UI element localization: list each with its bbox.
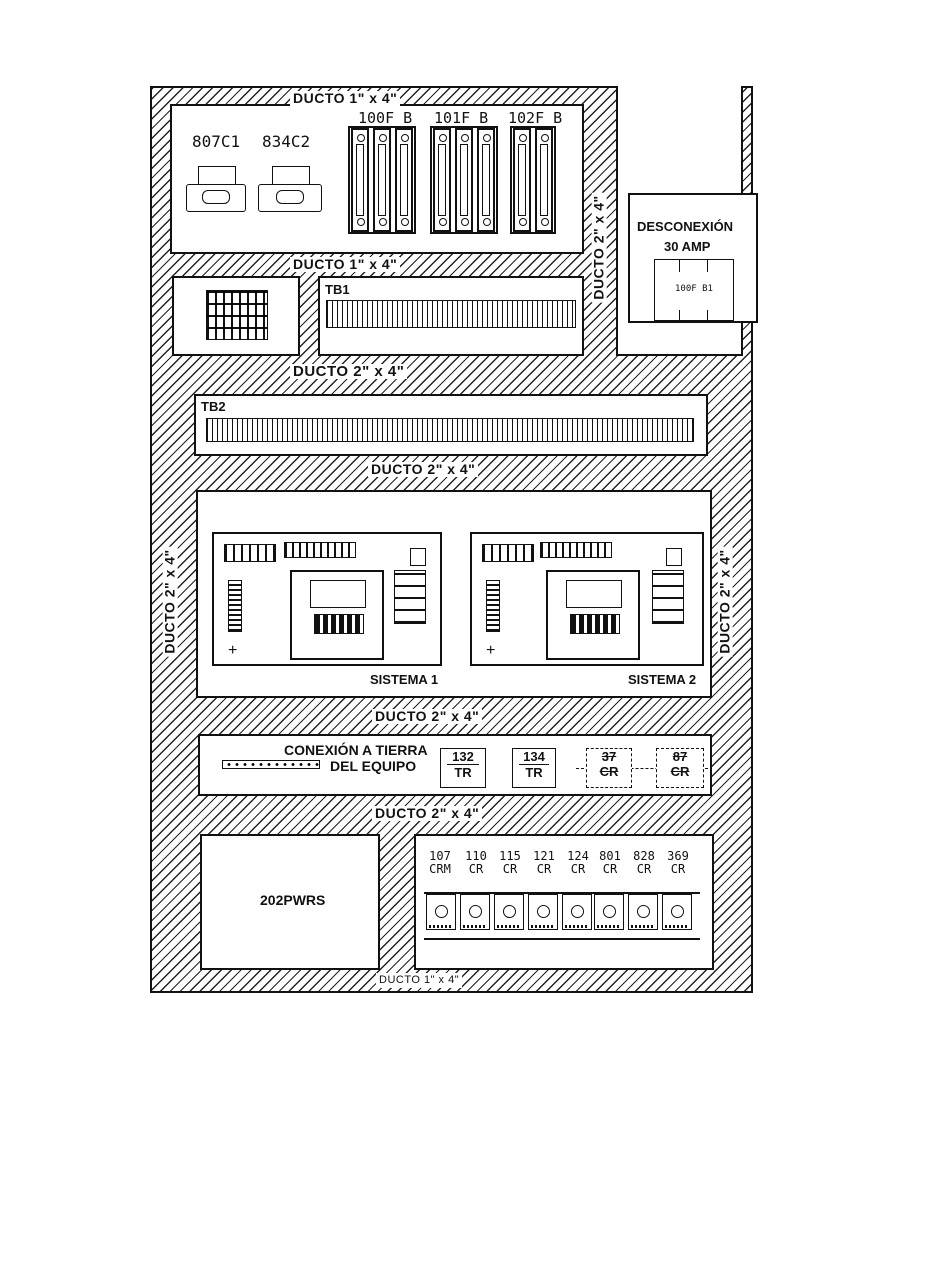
disconnect-fuse-box: 100F B1 bbox=[654, 259, 734, 321]
fuse bbox=[455, 128, 473, 232]
disconnect-rating: 30 AMP bbox=[664, 239, 711, 254]
relay-block bbox=[460, 894, 490, 930]
connector-label: 807C1 bbox=[192, 132, 241, 151]
relay-block bbox=[426, 894, 456, 930]
fuse-block-label: 102F B bbox=[508, 109, 563, 127]
system-2-board: + bbox=[470, 532, 704, 666]
fuse-block-label: 100F B bbox=[358, 109, 413, 127]
fuse-block-101fb bbox=[430, 126, 498, 234]
tb1-label: TB1 bbox=[325, 282, 350, 297]
duct-label-below-systems: DUCTO 2" x 4" bbox=[372, 709, 483, 724]
disconnect-fuse-label: 100F B1 bbox=[675, 284, 713, 294]
tb2-label: TB2 bbox=[201, 399, 226, 414]
tb1-strip bbox=[326, 300, 576, 328]
relay-block bbox=[594, 894, 624, 930]
fuse-block-100fb bbox=[348, 126, 416, 234]
ground-area: CONEXIÓN A TIERRA DEL EQUIPO 132 TR 134 … bbox=[198, 734, 712, 796]
power-supply-label: 202PWRS bbox=[260, 892, 326, 908]
duct-label-below-ground: DUCTO 2" x 4" bbox=[372, 806, 483, 821]
connector-label: 834C2 bbox=[262, 132, 311, 151]
relay-37cr: 37 CR bbox=[586, 748, 632, 788]
system-1-board: + bbox=[212, 532, 442, 666]
duct-label-below-tb1: DUCTO 2" x 4" bbox=[290, 364, 408, 379]
relay-number: 87 bbox=[672, 749, 688, 764]
ground-bar bbox=[222, 760, 320, 769]
relay-number: 132 bbox=[452, 749, 474, 764]
systems-area: + SISTEMA 1 + SISTEMA 2 bbox=[196, 490, 712, 698]
connector-807c1 bbox=[186, 166, 246, 214]
disconnect-title: DESCONEXIÓN bbox=[637, 219, 734, 234]
duct-label-right-vertical: DUCTO 2" x 4" bbox=[591, 192, 607, 303]
duct-label-top: DUCTO 1" x 4" bbox=[290, 91, 401, 106]
system-1-label: SISTEMA 1 bbox=[370, 672, 439, 687]
small-terminal-area bbox=[172, 276, 300, 356]
fuse bbox=[373, 128, 391, 232]
ground-label-line2: DEL EQUIPO bbox=[330, 758, 417, 774]
relay-type: CR bbox=[599, 764, 619, 779]
tb2-area: TB2 bbox=[194, 394, 708, 456]
duct-label-below-fuses: DUCTO 1" x 4" bbox=[290, 257, 401, 272]
fuse bbox=[535, 128, 553, 232]
relay-134tr: 134 TR bbox=[512, 748, 556, 788]
relay-block bbox=[494, 894, 524, 930]
relay-type: CR bbox=[670, 764, 690, 779]
relay-number: 134 bbox=[523, 749, 545, 764]
relay-block bbox=[662, 894, 692, 930]
duct-label-below-tb2: DUCTO 2" x 4" bbox=[368, 462, 479, 477]
relay-rail bbox=[424, 892, 700, 940]
duct-label-bottom: DUCTO 1" x 4" bbox=[376, 973, 463, 988]
fuse bbox=[513, 128, 531, 232]
power-supply-box: 202PWRS bbox=[200, 834, 380, 970]
system-2-label: SISTEMA 2 bbox=[628, 672, 697, 687]
ground-dashed-line bbox=[576, 768, 708, 769]
fuse bbox=[351, 128, 369, 232]
relay-block bbox=[528, 894, 558, 930]
disconnect-box: DESCONEXIÓN 30 AMP 100F B1 bbox=[628, 193, 758, 323]
duct-label-right-side-vertical: DUCTO 2" x 4" bbox=[717, 546, 733, 657]
relay-type: TR bbox=[519, 764, 549, 780]
ground-label-line1: CONEXIÓN A TIERRA bbox=[284, 742, 428, 758]
fuse-block-102fb bbox=[510, 126, 556, 234]
fuse-block-label: 101F B bbox=[434, 109, 489, 127]
small-terminal-block bbox=[206, 290, 268, 340]
relay-132tr: 132 TR bbox=[440, 748, 486, 788]
fuse bbox=[477, 128, 495, 232]
tb2-strip bbox=[206, 418, 694, 442]
relay-87cr: 87 CR bbox=[656, 748, 704, 788]
fuse-section: 807C1 834C2 100F B 101F B 102F B bbox=[170, 104, 584, 254]
fuse bbox=[433, 128, 451, 232]
tb1-area: TB1 bbox=[318, 276, 584, 356]
fuse bbox=[395, 128, 413, 232]
relay-block bbox=[628, 894, 658, 930]
relay-number: 37 bbox=[601, 749, 617, 764]
relay-type: TR bbox=[447, 764, 479, 780]
connector-834c2 bbox=[258, 166, 322, 214]
duct-label-left-vertical: DUCTO 2" x 4" bbox=[162, 546, 178, 657]
relay-block bbox=[562, 894, 592, 930]
